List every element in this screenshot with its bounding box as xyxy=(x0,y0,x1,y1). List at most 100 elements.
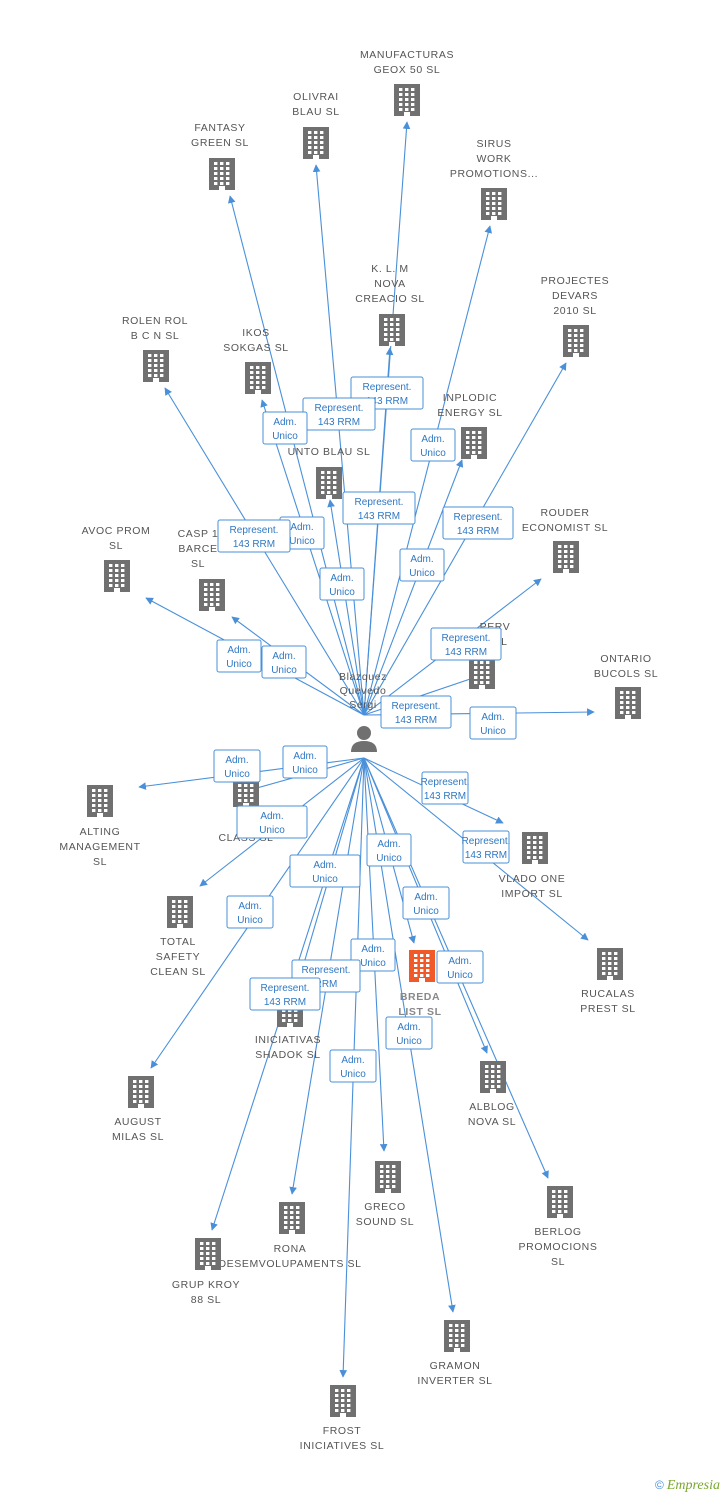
company-label: FROST xyxy=(323,1425,362,1437)
relation-badge[interactable]: Adm.Unico xyxy=(469,706,517,740)
relation-badge[interactable]: Adm.Unico xyxy=(213,749,261,783)
relation-badge[interactable]: Adm.Unico xyxy=(366,833,412,867)
company-label: ECONOMIST SL xyxy=(522,522,608,534)
relation-label: 143 RRM xyxy=(318,417,360,428)
relation-badge[interactable]: Adm.Unico xyxy=(282,745,328,779)
company-label: SL xyxy=(109,540,123,552)
company-label: ENERGY SL xyxy=(437,407,502,419)
relation-badge[interactable]: Represent.143 RRM xyxy=(249,977,321,1011)
relation-badge[interactable]: Adm.Unico xyxy=(279,516,325,550)
relation-badge[interactable]: Represent.143 RRM xyxy=(342,491,416,525)
relation-badge[interactable]: Adm.Unico xyxy=(289,854,361,888)
relation-label: Adm. xyxy=(341,1055,364,1066)
person-icon xyxy=(351,726,377,752)
person-name-line: Quevedo xyxy=(340,685,387,697)
company-label: OLIVRAI xyxy=(293,91,339,103)
company-label: BUCOLS SL xyxy=(594,668,658,680)
building-icon xyxy=(469,657,495,689)
relation-badge[interactable]: Adm.Unico xyxy=(399,548,445,582)
relation-badge[interactable]: Adm.Unico xyxy=(226,895,274,929)
person-name-line: Sergi xyxy=(349,699,377,711)
relation-badge[interactable]: Adm.Unico xyxy=(436,950,484,984)
footer-brand: ©Empresia xyxy=(655,1478,720,1494)
company-label: GRECO xyxy=(364,1201,406,1213)
relation-badge[interactable]: Adm. Unico xyxy=(236,805,308,839)
relation-badge[interactable]: Adm.Unico xyxy=(385,1016,433,1050)
company-label: PREST SL xyxy=(580,1003,635,1015)
relation-edge xyxy=(312,164,365,716)
company-label: WORK xyxy=(476,153,511,165)
company-label: SL xyxy=(191,558,205,570)
relation-badge[interactable]: Represent.143 RRM xyxy=(430,627,502,661)
brand-logo[interactable]: Empresia xyxy=(666,1478,720,1493)
building-icon xyxy=(199,579,225,611)
company-label: ONTARIO xyxy=(600,653,651,665)
relation-badge[interactable]: Represent.143 RRM xyxy=(217,519,291,553)
relation-badge[interactable]: Adm.Unico xyxy=(262,411,308,445)
company-label: ROLEN ROL xyxy=(122,315,188,327)
relation-label: Represent. xyxy=(230,525,279,536)
relation-label: Adm. xyxy=(421,434,444,445)
building-icon xyxy=(597,948,623,980)
relation-label: Adm. xyxy=(238,901,261,912)
relation-badge[interactable]: Adm.Unico xyxy=(319,567,365,601)
person-node[interactable]: Blazquez Quevedo Sergi xyxy=(339,671,387,752)
company-label: BREDA xyxy=(400,991,440,1003)
company-node[interactable]: UNTO BLAU SL xyxy=(288,446,371,499)
company-node[interactable]: ONTARIO BUCOLS SL xyxy=(594,653,658,719)
company-label: MANAGEMENT xyxy=(59,841,140,853)
relation-badge[interactable]: Represent.143 RRM xyxy=(380,695,452,729)
company-label: MILAS SL xyxy=(112,1131,164,1143)
relation-label: Adm. xyxy=(260,811,283,822)
relation-badge[interactable]: Adm.Unico xyxy=(402,886,450,920)
building-icon xyxy=(379,314,405,346)
company-label: RONA xyxy=(274,1243,307,1255)
relation-label: 143 RRM xyxy=(465,850,507,861)
relation-label: 143 RRM xyxy=(358,511,400,522)
company-node[interactable]: SIRUSWORKPROMOTIONS... xyxy=(450,138,538,220)
relation-label: Unico xyxy=(271,665,297,676)
relation-label: Unico xyxy=(259,825,285,836)
relation-badge[interactable]: Adm.Unico xyxy=(216,639,262,673)
building-icon xyxy=(409,950,435,982)
building-icon xyxy=(375,1161,401,1193)
relation-badge[interactable]: Adm.Unico xyxy=(329,1049,377,1083)
relation-badge[interactable]: Represent.143 RRM xyxy=(442,506,514,540)
relation-badge[interactable]: Represent.143 RRM xyxy=(421,771,470,805)
company-label: 88 SL xyxy=(191,1294,221,1306)
relation-label: Unico xyxy=(329,587,355,598)
relation-badge[interactable]: Adm.Unico xyxy=(261,645,307,679)
relation-badge[interactable]: Represent.143 RRM xyxy=(462,830,511,864)
relation-label: Represent. xyxy=(454,512,503,523)
relation-label: Unico xyxy=(396,1036,422,1047)
relation-badge[interactable]: Represent.143 RRM xyxy=(302,397,376,431)
relation-badge[interactable]: Adm.Unico xyxy=(410,428,456,462)
relation-badge[interactable]: Adm.Unico xyxy=(350,938,396,972)
relation-label: Adm. xyxy=(414,892,437,903)
